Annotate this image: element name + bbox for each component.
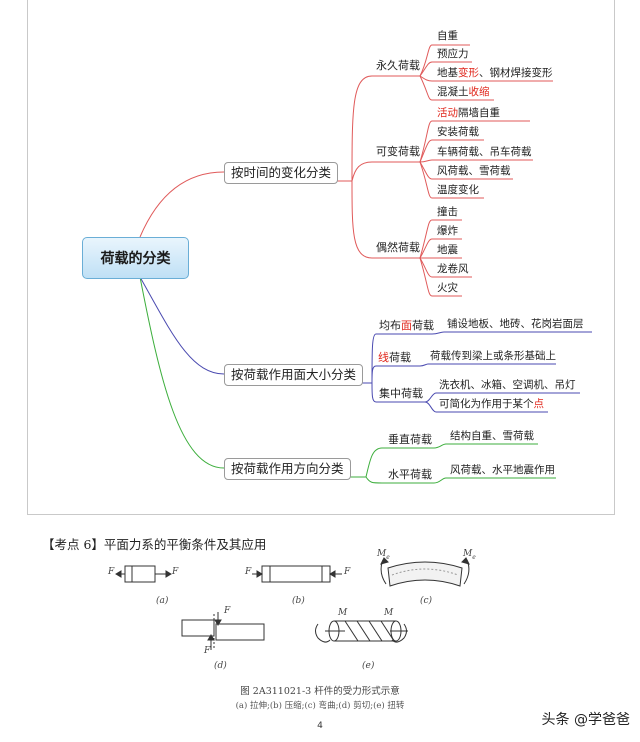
page-number: 4	[317, 721, 323, 731]
node-horizontal-load: 水平荷载	[388, 468, 432, 481]
node-variable-load: 可变荷载	[376, 145, 420, 158]
mindmap-root: 荷载的分类	[82, 237, 189, 279]
figure-c-bending	[380, 557, 470, 587]
leaf-uniform-desc: 铺设地板、地砖、花岗岩面层	[447, 318, 584, 330]
node-uniform-area-load: 均布面荷载	[379, 319, 434, 332]
leaf-concentrated-examples: 洗衣机、冰箱、空调机、吊灯	[439, 379, 576, 391]
leaf-foundation-deformation: 地基变形、钢材焊接变形	[437, 67, 553, 79]
leaf-impact: 撞击	[437, 206, 458, 218]
figure-b-compression	[252, 565, 342, 583]
leaf-vertical-desc: 结构自重、雪荷载	[450, 430, 534, 442]
force-label-a-right: F	[172, 567, 179, 577]
leaf-vehicle-crane-load: 车辆荷载、吊车荷载	[437, 146, 532, 158]
force-label-d-top: F	[224, 606, 231, 616]
leaf-self-weight: 自重	[437, 30, 458, 42]
leaf-installation-load: 安装荷载	[437, 126, 479, 138]
leaf-wind-snow-load: 风荷载、雪荷载	[437, 165, 511, 177]
force-label-d-bottom: F	[204, 646, 211, 656]
node-line-load: 线荷载	[378, 351, 411, 364]
figure-caption: 图 2A311021-3 杆件的受力形式示意	[240, 686, 400, 697]
sublabel-b: (b)	[292, 596, 305, 606]
moment-label-c-left: Me	[377, 549, 390, 561]
figure-d-shear	[181, 612, 265, 650]
moment-label-e-left: M	[338, 608, 348, 618]
sublabel-d: (d)	[214, 661, 227, 671]
node-concentrated-load: 集中荷载	[379, 387, 423, 400]
node-permanent-load: 永久荷载	[376, 59, 420, 72]
leaf-movable-partition: 活动隔墙自重	[437, 107, 500, 119]
category-area: 按荷载作用面大小分类	[224, 364, 364, 386]
sublabel-a: (a)	[156, 596, 169, 606]
category-time: 按时间的变化分类	[224, 162, 339, 184]
leaf-earthquake: 地震	[437, 244, 458, 256]
leaf-explosion: 爆炸	[437, 225, 458, 237]
leaf-horizontal-desc: 风荷载、水平地震作用	[450, 464, 555, 476]
category-direction: 按荷载作用方向分类	[224, 458, 351, 480]
section-title: 【考点 6】平面力系的平衡条件及其应用	[42, 537, 267, 552]
figure-e-torsion	[315, 620, 408, 643]
leaf-tornado: 龙卷风	[437, 263, 469, 275]
leaf-temperature-change: 温度变化	[437, 184, 479, 196]
figure-subcaption: (a) 拉伸;(b) 压缩;(c) 弯曲;(d) 剪切;(e) 扭转	[235, 701, 405, 711]
sublabel-e: (e)	[362, 661, 375, 671]
leaf-line-desc: 荷载传到梁上或条形基础上	[430, 350, 556, 362]
force-label-b-right: F	[344, 567, 351, 577]
figure-a-tension	[115, 565, 172, 583]
moment-label-c-right: Me	[463, 549, 476, 561]
leaf-concentrated-point: 可简化为作用于某个点	[439, 398, 544, 410]
force-label-a-left: F	[108, 567, 115, 577]
leaf-concrete-shrinkage: 混凝土收缩	[437, 86, 490, 98]
leaf-prestress: 预应力	[437, 48, 469, 60]
node-accidental-load: 偶然荷载	[376, 241, 420, 254]
sublabel-c: (c)	[420, 596, 433, 606]
moment-label-e-right: M	[384, 608, 394, 618]
force-label-b-left: F	[245, 567, 252, 577]
node-vertical-load: 垂直荷载	[388, 433, 432, 446]
watermark: 头条 @学爸爸	[541, 712, 630, 728]
leaf-fire: 火灾	[437, 282, 458, 294]
